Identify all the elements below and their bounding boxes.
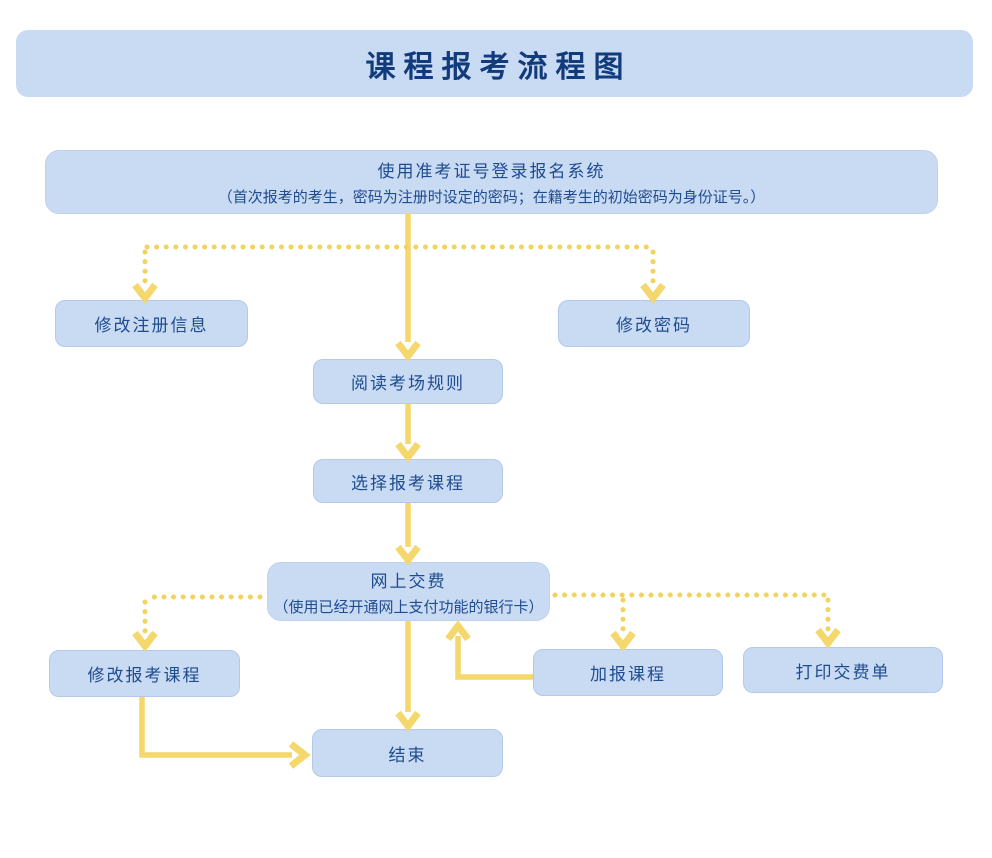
arrow-pay-online-to-end bbox=[395, 621, 421, 732]
node-pay-online-line1: 网上交费 bbox=[370, 571, 447, 591]
node-print-payment-bill-label: 打印交费单 bbox=[795, 662, 891, 682]
node-add-courses: 加报课程 bbox=[533, 649, 723, 696]
node-modify-registration-info-label: 修改注册信息 bbox=[94, 316, 209, 335]
node-modify-password-label: 修改密码 bbox=[616, 316, 692, 335]
arrow-right-icon bbox=[288, 741, 311, 769]
node-read-exam-rules: 阅读考场规则 bbox=[313, 359, 503, 404]
node-end-label: 结束 bbox=[388, 745, 427, 765]
node-modify-courses: 修改报考课程 bbox=[49, 650, 240, 697]
arrow-down-icon bbox=[395, 710, 421, 732]
arrow-select-courses-to-pay-online bbox=[395, 503, 421, 566]
dotted-pay-to-modify-courses bbox=[132, 594, 263, 652]
node-login-line1: 使用准考证号登录报名系统 bbox=[377, 162, 606, 181]
arrow-down-icon bbox=[610, 630, 636, 652]
node-modify-courses-label: 修改报考课程 bbox=[87, 666, 202, 685]
node-add-courses-label: 加报课程 bbox=[590, 665, 666, 684]
arrow-down-icon bbox=[640, 282, 666, 304]
dotted-branch-login-options bbox=[132, 244, 666, 304]
node-print-payment-bill: 打印交费单 bbox=[743, 647, 943, 693]
node-select-courses: 选择报考课程 bbox=[313, 459, 503, 503]
page-title: 课程报考流程图 bbox=[365, 50, 632, 84]
node-pay-online-line2: （使用已经开通网上支付功能的银行卡） bbox=[273, 598, 544, 616]
node-modify-password: 修改密码 bbox=[558, 300, 750, 347]
dotted-pay-to-add-and-print bbox=[552, 592, 841, 652]
node-modify-registration-info: 修改注册信息 bbox=[55, 300, 248, 347]
node-end: 结束 bbox=[312, 729, 503, 777]
node-select-courses-label: 选择报考课程 bbox=[351, 473, 465, 493]
arrow-login-to-read-rules bbox=[395, 213, 421, 362]
node-read-exam-rules-label: 阅读考场规则 bbox=[351, 374, 465, 393]
arrow-down-icon bbox=[395, 340, 421, 362]
arrow-up-icon bbox=[445, 620, 471, 642]
arrow-down-icon bbox=[395, 441, 421, 463]
node-pay-online: 网上交费 （使用已经开通网上支付功能的银行卡） bbox=[267, 562, 550, 621]
arrow-read-rules-to-select-courses bbox=[395, 404, 421, 463]
page-title-banner: 课程报考流程图 bbox=[16, 30, 973, 97]
arrow-down-icon bbox=[815, 627, 841, 649]
arrow-down-icon bbox=[132, 282, 158, 304]
arrow-add-courses-back-to-pay bbox=[445, 620, 533, 680]
node-login-system: 使用准考证号登录报名系统 （首次报考的考生，密码为注册时设定的密码；在籍考生的初… bbox=[45, 150, 938, 214]
arrow-modify-courses-to-end bbox=[139, 697, 311, 769]
arrow-down-icon bbox=[132, 630, 158, 652]
node-login-line2: （首次报考的考生，密码为注册时设定的密码；在籍考生的初始密码为身份证号。） bbox=[217, 189, 766, 206]
arrow-down-icon bbox=[395, 544, 421, 566]
